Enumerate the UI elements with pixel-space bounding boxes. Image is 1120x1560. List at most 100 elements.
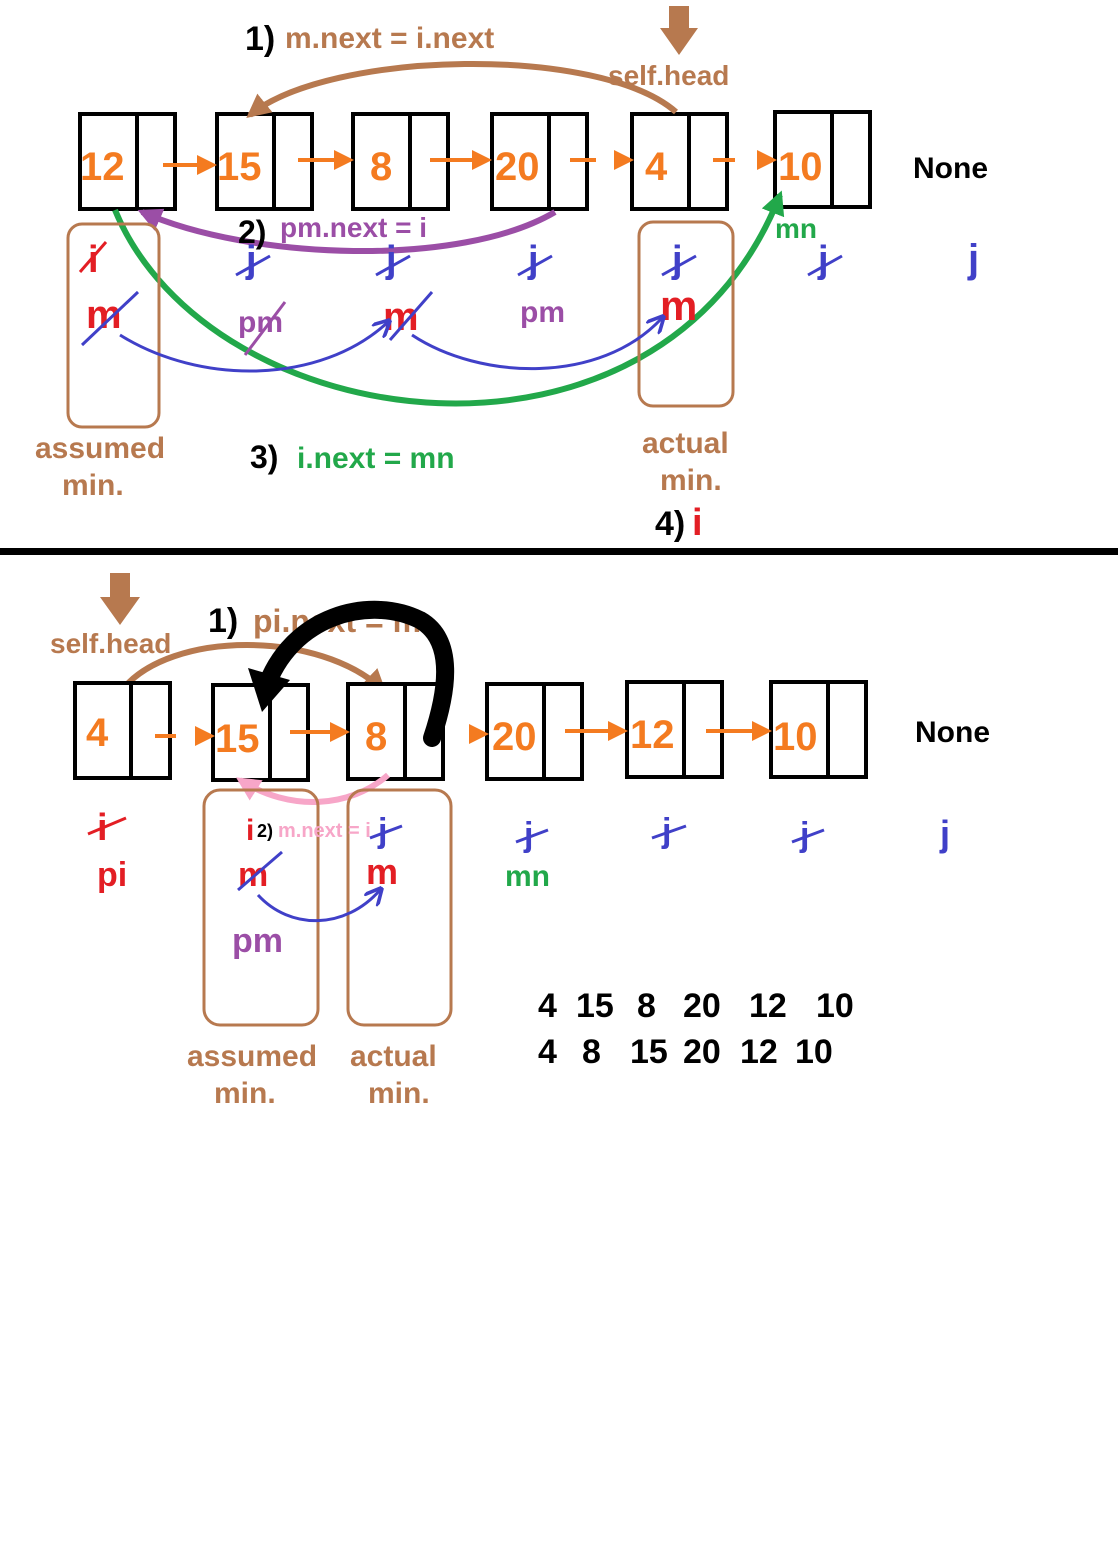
step3-arc <box>112 190 785 407</box>
sequence-value: 4 <box>538 987 557 1025</box>
strike-mark <box>369 824 403 840</box>
node-value: 12 <box>630 713 675 757</box>
bottom-actual-min-box <box>346 788 453 1027</box>
bottom-none-label: None <box>915 716 990 749</box>
top-actual-min-line2: min. <box>660 464 722 497</box>
sequence-value: 20 <box>683 1033 721 1071</box>
step1-black-arrowhead-icon <box>248 668 290 712</box>
node-value: 4 <box>86 711 109 755</box>
top-mn-label: mn <box>775 213 817 244</box>
strike-mark <box>87 816 127 836</box>
sequence-value: 12 <box>740 1033 778 1071</box>
strike-mark <box>375 254 411 277</box>
section-divider <box>0 548 1118 555</box>
head-to-m-arc <box>119 642 387 694</box>
sequence-value: 15 <box>576 987 614 1025</box>
head-down-arrow-icon <box>660 6 698 55</box>
m-move-arc <box>256 890 380 923</box>
top-assumed-min-box <box>66 222 161 429</box>
top-next-arrows <box>163 150 777 175</box>
node-value: 15 <box>217 145 262 189</box>
top-j-label-crossed: j <box>671 239 683 281</box>
step1-black-arc <box>256 600 455 747</box>
top-actual-min-box <box>637 220 735 408</box>
m-move-arc <box>119 322 388 373</box>
bottom-i-label: i <box>246 814 254 847</box>
bottom-step1-num: 1) <box>208 602 238 640</box>
strike-mark <box>388 291 434 341</box>
sequence-value: 12 <box>749 987 787 1025</box>
bottom-node-0: 4 <box>73 681 172 780</box>
bottom-pm-label: pm <box>232 922 283 960</box>
top-step3-num: 3) <box>250 439 278 475</box>
top-node-0: 12 <box>78 112 177 211</box>
step2-arc <box>137 208 557 255</box>
strike-mark <box>651 824 687 840</box>
strike-mark <box>517 254 553 277</box>
bottom-pi-label: pi <box>97 856 127 894</box>
bottom-j-label-crossed: j <box>523 816 533 854</box>
top-step1-text: m.next = i.next <box>285 22 494 55</box>
bottom-node-5: 10 <box>769 680 868 779</box>
top-step4-num: 4) <box>655 505 685 543</box>
sequence-value: 10 <box>795 1033 833 1071</box>
head-down-arrow-icon <box>100 573 140 625</box>
top-step4-text: i <box>692 502 703 544</box>
sequence-value: 8 <box>637 987 656 1025</box>
bottom-j-label-crossed: j <box>799 816 809 854</box>
top-node-4: 4 <box>630 112 729 211</box>
strike-mark <box>807 254 843 277</box>
strike-mark <box>235 254 271 277</box>
node-value: 15 <box>215 717 260 761</box>
top-step2-text: pm.next = i <box>280 212 427 243</box>
top-step3-text: i.next = mn <box>297 442 455 475</box>
top-j-label-crossed: j <box>245 239 257 281</box>
strike-mark <box>515 828 549 844</box>
bottom-j-label-crossed: j <box>377 812 387 850</box>
sequence-value: 20 <box>683 987 721 1025</box>
top-assumed-min-line2: min. <box>62 469 124 502</box>
strike-mark <box>243 301 287 356</box>
bottom-j-label-crossed: j <box>661 812 671 850</box>
strike-mark <box>78 241 108 273</box>
sequence-value: 10 <box>816 987 854 1025</box>
top-m-label-crossed: m <box>86 293 122 337</box>
sequence-row-1: 4 15 8 20 12 10 <box>538 987 854 1025</box>
bottom-actual-min-line2: min. <box>368 1077 430 1110</box>
sequence-value: 8 <box>582 1033 601 1071</box>
top-assumed-min-line1: assumed <box>35 432 165 465</box>
node-value: 10 <box>773 715 818 759</box>
bottom-assumed-min-line1: assumed <box>187 1040 317 1073</box>
top-j-label-crossed: j <box>385 239 397 281</box>
sequence-row-2: 4 8 15 20 12 10 <box>538 1033 833 1071</box>
bottom-assumed-min-line2: min. <box>214 1077 276 1110</box>
node-value: 12 <box>80 145 125 189</box>
bottom-diagram: self.head 1) pi.next = m 4 15 8 20 12 <box>50 573 990 1110</box>
strike-mark <box>237 850 283 892</box>
top-j-label-crossed: j <box>527 239 539 281</box>
node-value: 20 <box>492 715 537 759</box>
top-step1-num: 1) <box>245 20 275 58</box>
bottom-actual-min-line1: actual <box>350 1040 437 1073</box>
node-value: 10 <box>778 145 823 189</box>
bottom-assumed-min-box <box>202 788 320 1027</box>
node-value: 20 <box>495 145 540 189</box>
sequence-value: 15 <box>630 1033 668 1071</box>
step1-arc <box>246 61 678 119</box>
bottom-m-label: m <box>366 851 398 892</box>
top-node-5: 10 <box>773 110 872 209</box>
sequence-value: 4 <box>538 1033 557 1071</box>
bottom-node-4: 12 <box>625 680 724 779</box>
node-value: 8 <box>365 715 387 759</box>
top-step2-num: 2) <box>238 214 266 250</box>
top-j-label-crossed: j <box>817 239 829 281</box>
bottom-step2-num: 2) <box>257 821 273 841</box>
bottom-head-pointer: self.head <box>50 573 171 659</box>
strike-mark <box>80 290 140 347</box>
bottom-mn-label: mn <box>505 860 550 893</box>
top-j-label: j <box>967 237 979 281</box>
node-value: 4 <box>645 145 668 189</box>
m-move-arc <box>411 318 662 370</box>
top-head-pointer: self.head <box>608 6 729 91</box>
